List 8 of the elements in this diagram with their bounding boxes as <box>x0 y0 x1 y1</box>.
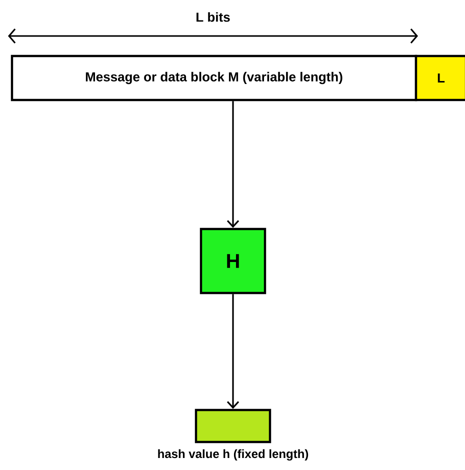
node-caption: hash value h (fixed length) <box>158 449 308 461</box>
dimension-label: L bits <box>196 12 230 22</box>
arrow <box>226 294 240 409</box>
arrow <box>226 101 240 228</box>
message-box: Message or data block M (variable length) <box>10 54 418 102</box>
length-box: L <box>414 54 465 102</box>
hash-function-box: H <box>200 228 266 294</box>
hash-value-box <box>194 408 272 444</box>
